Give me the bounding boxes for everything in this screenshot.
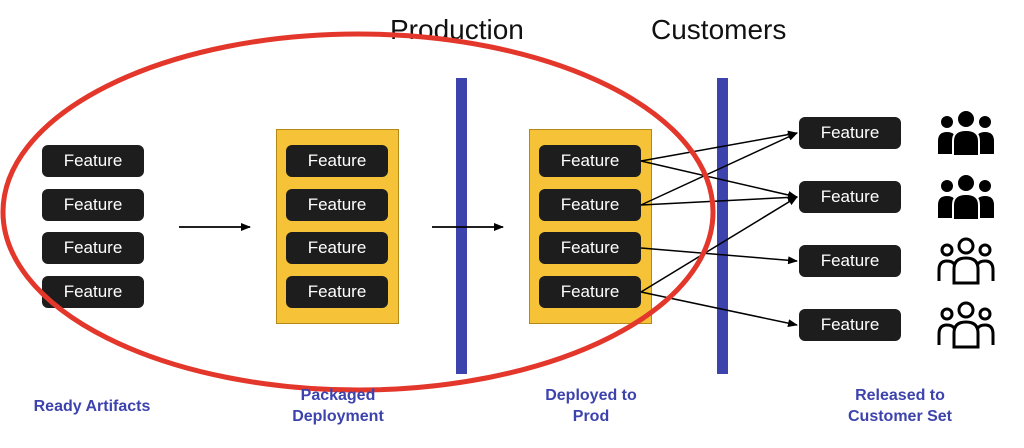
stage-label-line: Packaged: [300, 387, 376, 404]
people-outline-icon: [937, 237, 995, 285]
production-boundary-bar: [456, 78, 467, 374]
packaged-feature: Feature: [286, 232, 388, 264]
stage-label-released: Released to Customer Set: [805, 385, 995, 427]
stage-label-packaged: Packaged Deployment: [243, 385, 433, 427]
packaged-feature: Feature: [286, 189, 388, 221]
release-arrow: [640, 291, 798, 328]
released-feature: Feature: [799, 309, 901, 341]
deployed-feature: Feature: [539, 189, 641, 221]
release-arrow: [640, 193, 798, 206]
release-arrow: [640, 160, 798, 199]
people-filled-icon: [938, 175, 994, 221]
stage-label-line: Customer Set: [847, 408, 953, 425]
stage-label-line: Prod: [572, 408, 610, 425]
released-feature: Feature: [799, 245, 901, 277]
people-filled-icon: [938, 111, 994, 157]
release-arrow: [640, 132, 798, 206]
deployed-feature: Feature: [539, 276, 641, 308]
stage-label-line: Released to: [855, 387, 945, 404]
stage-label-line: Deployed to: [545, 387, 637, 404]
customers-heading: Customers: [651, 14, 787, 45]
stage-label-line: Ready Artifacts: [33, 398, 151, 415]
stage-label-deployed: Deployed to Prod: [496, 385, 686, 427]
release-arrow: [640, 130, 798, 162]
ready-feature: Feature: [42, 189, 144, 221]
release-arrow: [640, 196, 798, 293]
packaged-feature: Feature: [286, 145, 388, 177]
customers-boundary-bar: [717, 78, 728, 374]
deployed-feature: Feature: [539, 232, 641, 264]
ready-feature: Feature: [42, 276, 144, 308]
released-feature: Feature: [799, 117, 901, 149]
stage-label-line: Deployment: [292, 408, 384, 425]
release-arrows: [640, 130, 798, 328]
ready-feature: Feature: [42, 145, 144, 177]
packaged-feature: Feature: [286, 276, 388, 308]
release-arrow: [640, 247, 798, 265]
highlight-ellipse: [0, 31, 716, 393]
deployed-feature: Feature: [539, 145, 641, 177]
people-outline-icon: [937, 301, 995, 349]
released-feature: Feature: [799, 181, 901, 213]
stage-label-ready: Ready Artifacts: [0, 396, 187, 417]
ready-feature: Feature: [42, 232, 144, 264]
